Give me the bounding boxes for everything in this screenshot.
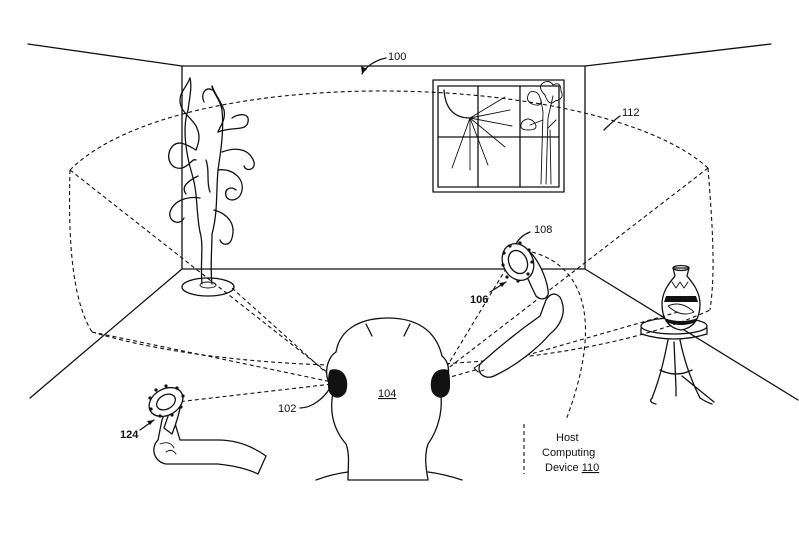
host-label-line2: Computing [542,447,595,459]
host-device-label: Host Computing Device 110 [542,432,599,474]
controller-left-ring [144,382,188,423]
tree-in-window [521,81,562,184]
label-106: 106 [470,294,488,306]
back-wall [182,66,585,269]
label-108: 108 [534,224,552,236]
host-label-device: Device [545,462,582,474]
host-label-line1: Host [556,432,579,444]
controller-left-arm [140,382,266,474]
window-picture [433,80,564,192]
label-100: 100 [388,51,406,63]
label-102: 102 [278,403,296,415]
label-124: 124 [120,429,139,441]
sun-shape [444,90,470,118]
side-table [641,318,714,404]
host-label-line3: Device 110 [545,462,599,474]
host-label-ref: 110 [582,462,600,474]
vase [662,266,700,331]
sun-rays [452,97,512,170]
floor-edge-left [30,269,182,398]
label-104: 104 [378,388,396,400]
label-112: 112 [622,107,640,119]
